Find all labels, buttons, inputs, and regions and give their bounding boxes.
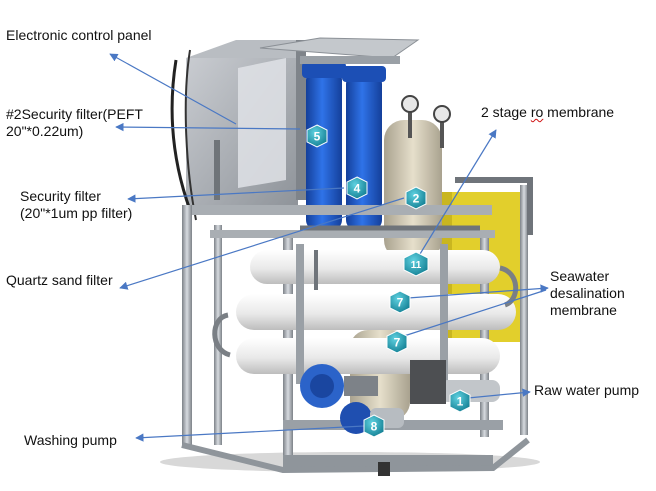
badge-1: 1	[449, 389, 471, 413]
number-badges: 5 4 2 11 7 7 1 8	[306, 124, 471, 438]
label-seawater-line2: desalination	[550, 285, 625, 301]
svg-text:2: 2	[413, 192, 420, 206]
pipework	[300, 177, 533, 290]
svg-text:11: 11	[411, 260, 422, 271]
arrow-quartz	[119, 197, 405, 290]
svg-text:5: 5	[314, 130, 321, 144]
svg-text:4: 4	[354, 182, 361, 196]
label-seawater-line3: membrane	[550, 302, 617, 318]
badge-7-lower: 7	[386, 330, 408, 354]
badge-4: 4	[346, 176, 368, 200]
label-2-stage-ro-membrane: 2 stage ro membrane	[481, 104, 615, 120]
label-washing-pump: Washing pump	[24, 432, 117, 448]
label-quartz-sand-filter: Quartz sand filter	[6, 272, 113, 288]
pressure-gauges	[401, 95, 451, 148]
arrow-ro2	[419, 129, 497, 255]
callout-arrows	[109, 53, 549, 442]
label-security-filter-2-line1: #2Security filter(PEFT	[6, 106, 143, 122]
svg-text:7: 7	[397, 296, 404, 310]
label-raw-water-pump: Raw water pump	[534, 382, 640, 398]
arrow-control-panel	[109, 53, 237, 125]
label-security-filter-1-line2: (20"*1um pp filter)	[20, 205, 133, 221]
label-security-filter-2-line2: 20"*0.22um)	[6, 123, 84, 139]
label-security-filter-2: #2Security filter(PEFT 20"*0.22um)	[6, 106, 143, 140]
label-seawater-desalination-membrane: Seawater desalination membrane	[550, 268, 625, 319]
svg-text:8: 8	[371, 420, 378, 434]
badge-8: 8	[363, 414, 385, 438]
top-shelf	[259, 37, 420, 59]
svg-text:7: 7	[394, 336, 401, 350]
membrane-vessels	[212, 244, 519, 384]
badge-7-upper: 7	[389, 290, 411, 314]
arrow-security1	[127, 187, 345, 203]
arrow-seawater-2	[403, 289, 547, 337]
svg-text:1: 1	[457, 395, 464, 409]
arrow-washing-pump	[135, 425, 365, 442]
badge-2: 2	[405, 186, 427, 210]
badge-5: 5	[306, 124, 328, 148]
label-security-filter-1-line1: Security filter	[20, 188, 101, 204]
label-control-panel: Electronic control panel	[6, 27, 152, 43]
label-seawater-line1: Seawater	[550, 268, 610, 284]
arrow-seawater-1	[407, 284, 549, 299]
badge-11: 11	[403, 251, 429, 277]
arrow-raw-pump	[467, 388, 531, 399]
label-security-filter-1: Security filter (20"*1um pp filter)	[20, 188, 132, 222]
arrow-security2	[115, 122, 301, 132]
